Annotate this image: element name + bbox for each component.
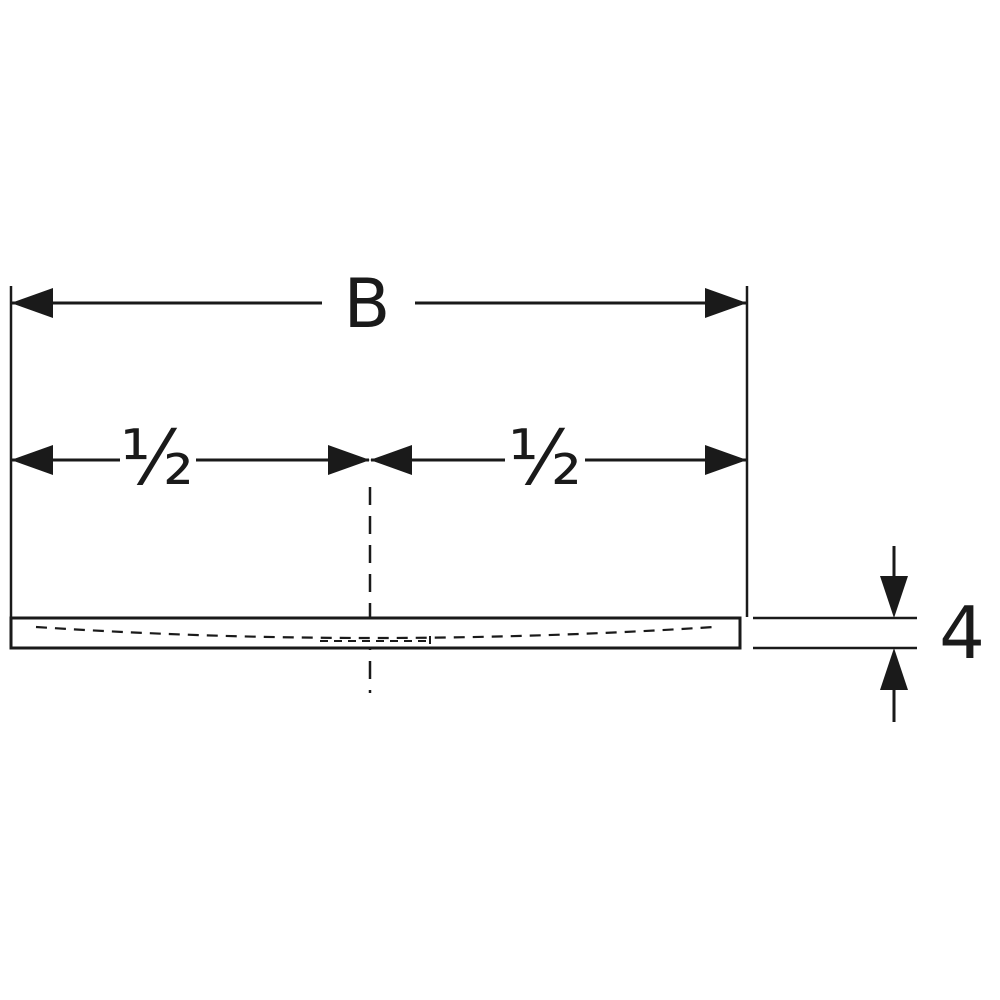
tray-outline [9, 616, 742, 650]
dim-half-arrow-far-left [11, 445, 53, 475]
diagram-root: B ½ ½ [9, 265, 985, 722]
extension-lines-b [9, 286, 749, 617]
label-thickness: 4 [939, 591, 985, 675]
dim-half-arrow-center-left [328, 445, 370, 475]
dim-half-arrow-far-right [705, 445, 747, 475]
dimension-b-group: B [11, 265, 747, 344]
tray-drain-dashed-detail [320, 636, 432, 645]
dim-half-arrow-center-right [370, 445, 412, 475]
dimension-halves-group: ½ ½ [11, 413, 747, 502]
label-left-half: ½ [120, 413, 194, 502]
dim-b-arrow-left [11, 288, 53, 318]
dim-b-arrow-right [705, 288, 747, 318]
thickness-arrow-up [880, 648, 908, 690]
label-total-width: B [344, 265, 391, 344]
thickness-dimension-group: 4 [753, 546, 985, 722]
tray-slope-dashed-line [35, 625, 715, 640]
label-right-half: ½ [508, 413, 582, 502]
tray-profile [9, 616, 742, 650]
thickness-arrow-down [880, 576, 908, 618]
